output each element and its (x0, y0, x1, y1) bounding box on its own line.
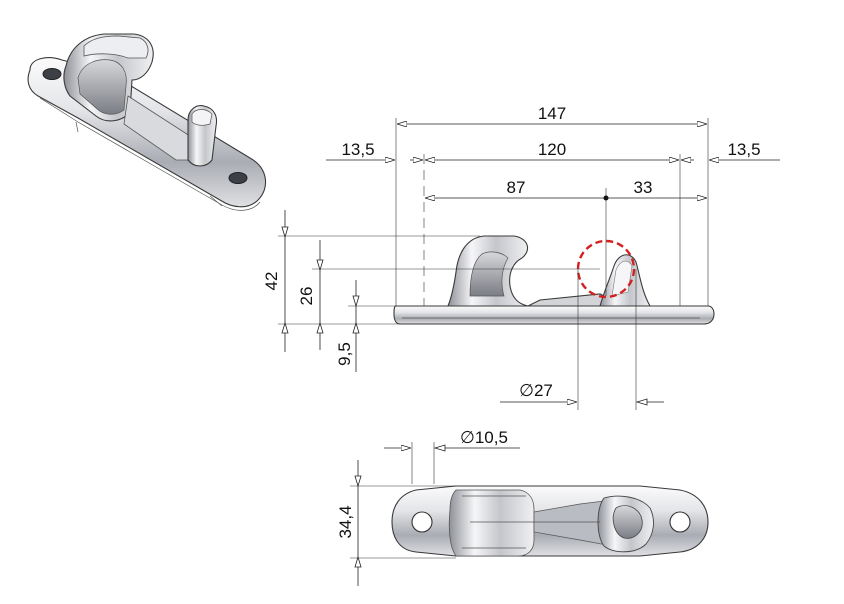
dim-width: 34,4 (336, 505, 355, 538)
width-dimension: 34,4 (336, 460, 456, 586)
side-base-plate (393, 305, 715, 325)
dim-overall-length: 147 (538, 104, 566, 123)
side-right-horn-highlight (611, 260, 633, 297)
dim-horn-to-hole: 33 (634, 178, 653, 197)
horn-diameter-highlight (576, 239, 636, 299)
iso-left-hole (42, 68, 62, 80)
top-right-horn-core (612, 505, 643, 539)
iso-left-horn-cavity (77, 59, 127, 115)
top-view (391, 485, 709, 557)
iso-right-horn-top (191, 109, 213, 126)
dim-horn-diameter: ∅27 (519, 381, 553, 400)
horizontal-dimensions: 147 120 13,5 13,5 87 33 (326, 104, 780, 306)
side-view (393, 235, 715, 325)
top-left-hole (411, 511, 433, 533)
dim-base-thickness: 9,5 (335, 342, 354, 366)
iso-left-horn-top (83, 35, 149, 59)
top-left-horn (448, 489, 535, 557)
dim-total-height: 42 (262, 272, 281, 291)
isometric-view (27, 33, 267, 211)
side-left-horn-inner (469, 251, 509, 297)
iso-base-edge (39, 97, 261, 211)
top-left-horn-edge (462, 495, 526, 549)
dim-hole-spacing: 120 (538, 140, 566, 159)
dim-left-offset: 13,5 (341, 140, 374, 159)
dim-horn-center-height: 26 (297, 287, 316, 306)
iso-underside (75, 121, 223, 207)
dim-to-horn-center: 87 (507, 178, 526, 197)
top-right-hole (669, 511, 691, 533)
horn-diameter-dimension: ∅27 (500, 269, 664, 410)
dim-right-offset: 13,5 (727, 140, 760, 159)
iso-right-hole (228, 172, 248, 184)
hole-diameter-dimension: ∅10,5 (384, 428, 520, 484)
dim-hole-diameter: ∅10,5 (460, 428, 508, 447)
vertical-dimensions: 42 26 9,5 (262, 210, 600, 372)
